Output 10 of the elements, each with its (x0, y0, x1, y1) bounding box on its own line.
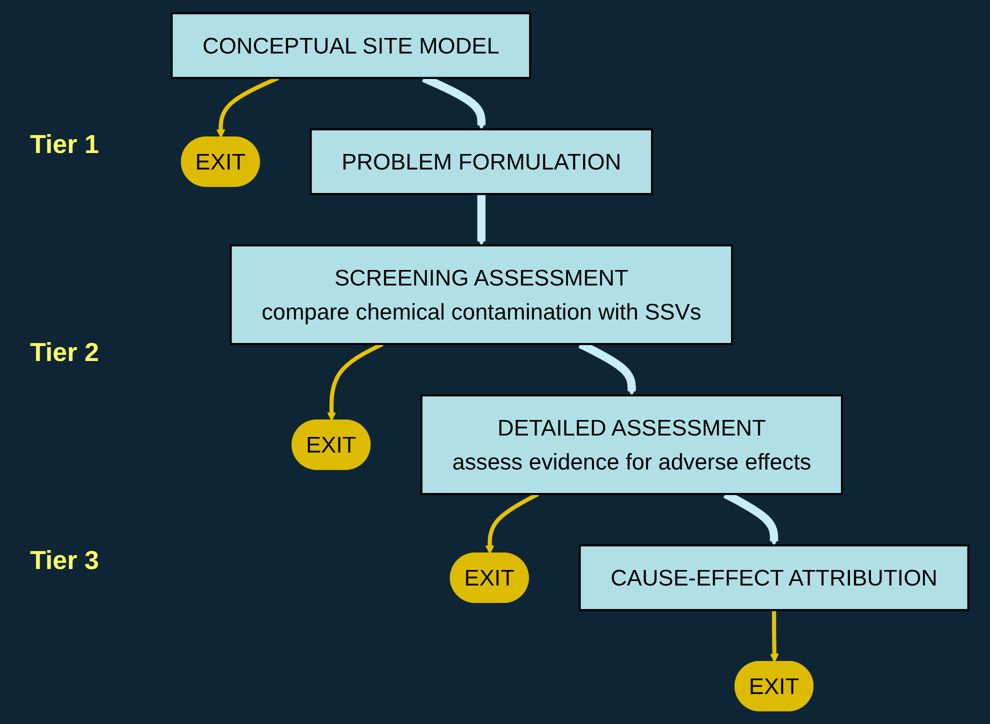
tier-label: Tier 1 (30, 128, 100, 160)
node-box: DETAILED ASSESSMENT assess evidence for adverse effects (420, 394, 843, 496)
tier-label: Tier 3 (30, 544, 100, 576)
arrow (476, 194, 486, 246)
node-box: CONCEPTUAL SITE MODEL (170, 12, 532, 79)
node-box: PROBLEM FORMULATION (310, 128, 654, 196)
arrow (770, 610, 779, 662)
node-box: SCREENING ASSESSMENT compare chemical contamination with SSVs (230, 244, 734, 346)
node-box: CAUSE-EFFECT ATTRIBUTION (578, 544, 970, 612)
tier-label: Tier 2 (30, 336, 100, 368)
